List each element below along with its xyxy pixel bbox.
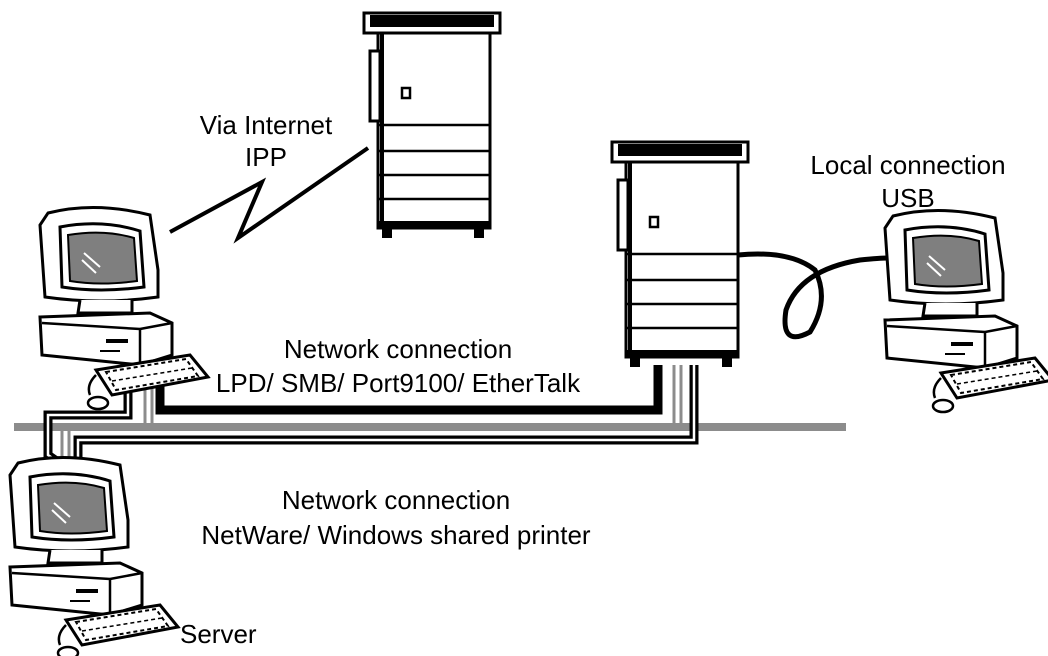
computer-icon (883, 208, 1048, 414)
network-cable-lpd (155, 365, 663, 415)
local-label-line1: Local connection (810, 150, 1006, 180)
internet-label-line2: IPP (245, 142, 287, 172)
printer-icon (362, 11, 502, 240)
network-label-line2: LPD/ SMB/ Port9100/ EtherTalk (215, 368, 581, 398)
computer-icon (38, 205, 210, 411)
printer-icon (610, 140, 750, 369)
local-label-line2: USB (881, 183, 935, 213)
internet-link (169, 146, 370, 244)
netware-label-line1: Network connection (281, 485, 511, 515)
network-label-line1: Network connection (283, 334, 513, 364)
server-label: Server (180, 619, 257, 649)
usb-cable (737, 251, 889, 340)
network-backbone (14, 423, 846, 431)
netware-label-line2: NetWare/ Windows shared printer (201, 520, 591, 550)
internet-label-line1: Via Internet (199, 110, 333, 140)
computer-icon (8, 455, 180, 656)
